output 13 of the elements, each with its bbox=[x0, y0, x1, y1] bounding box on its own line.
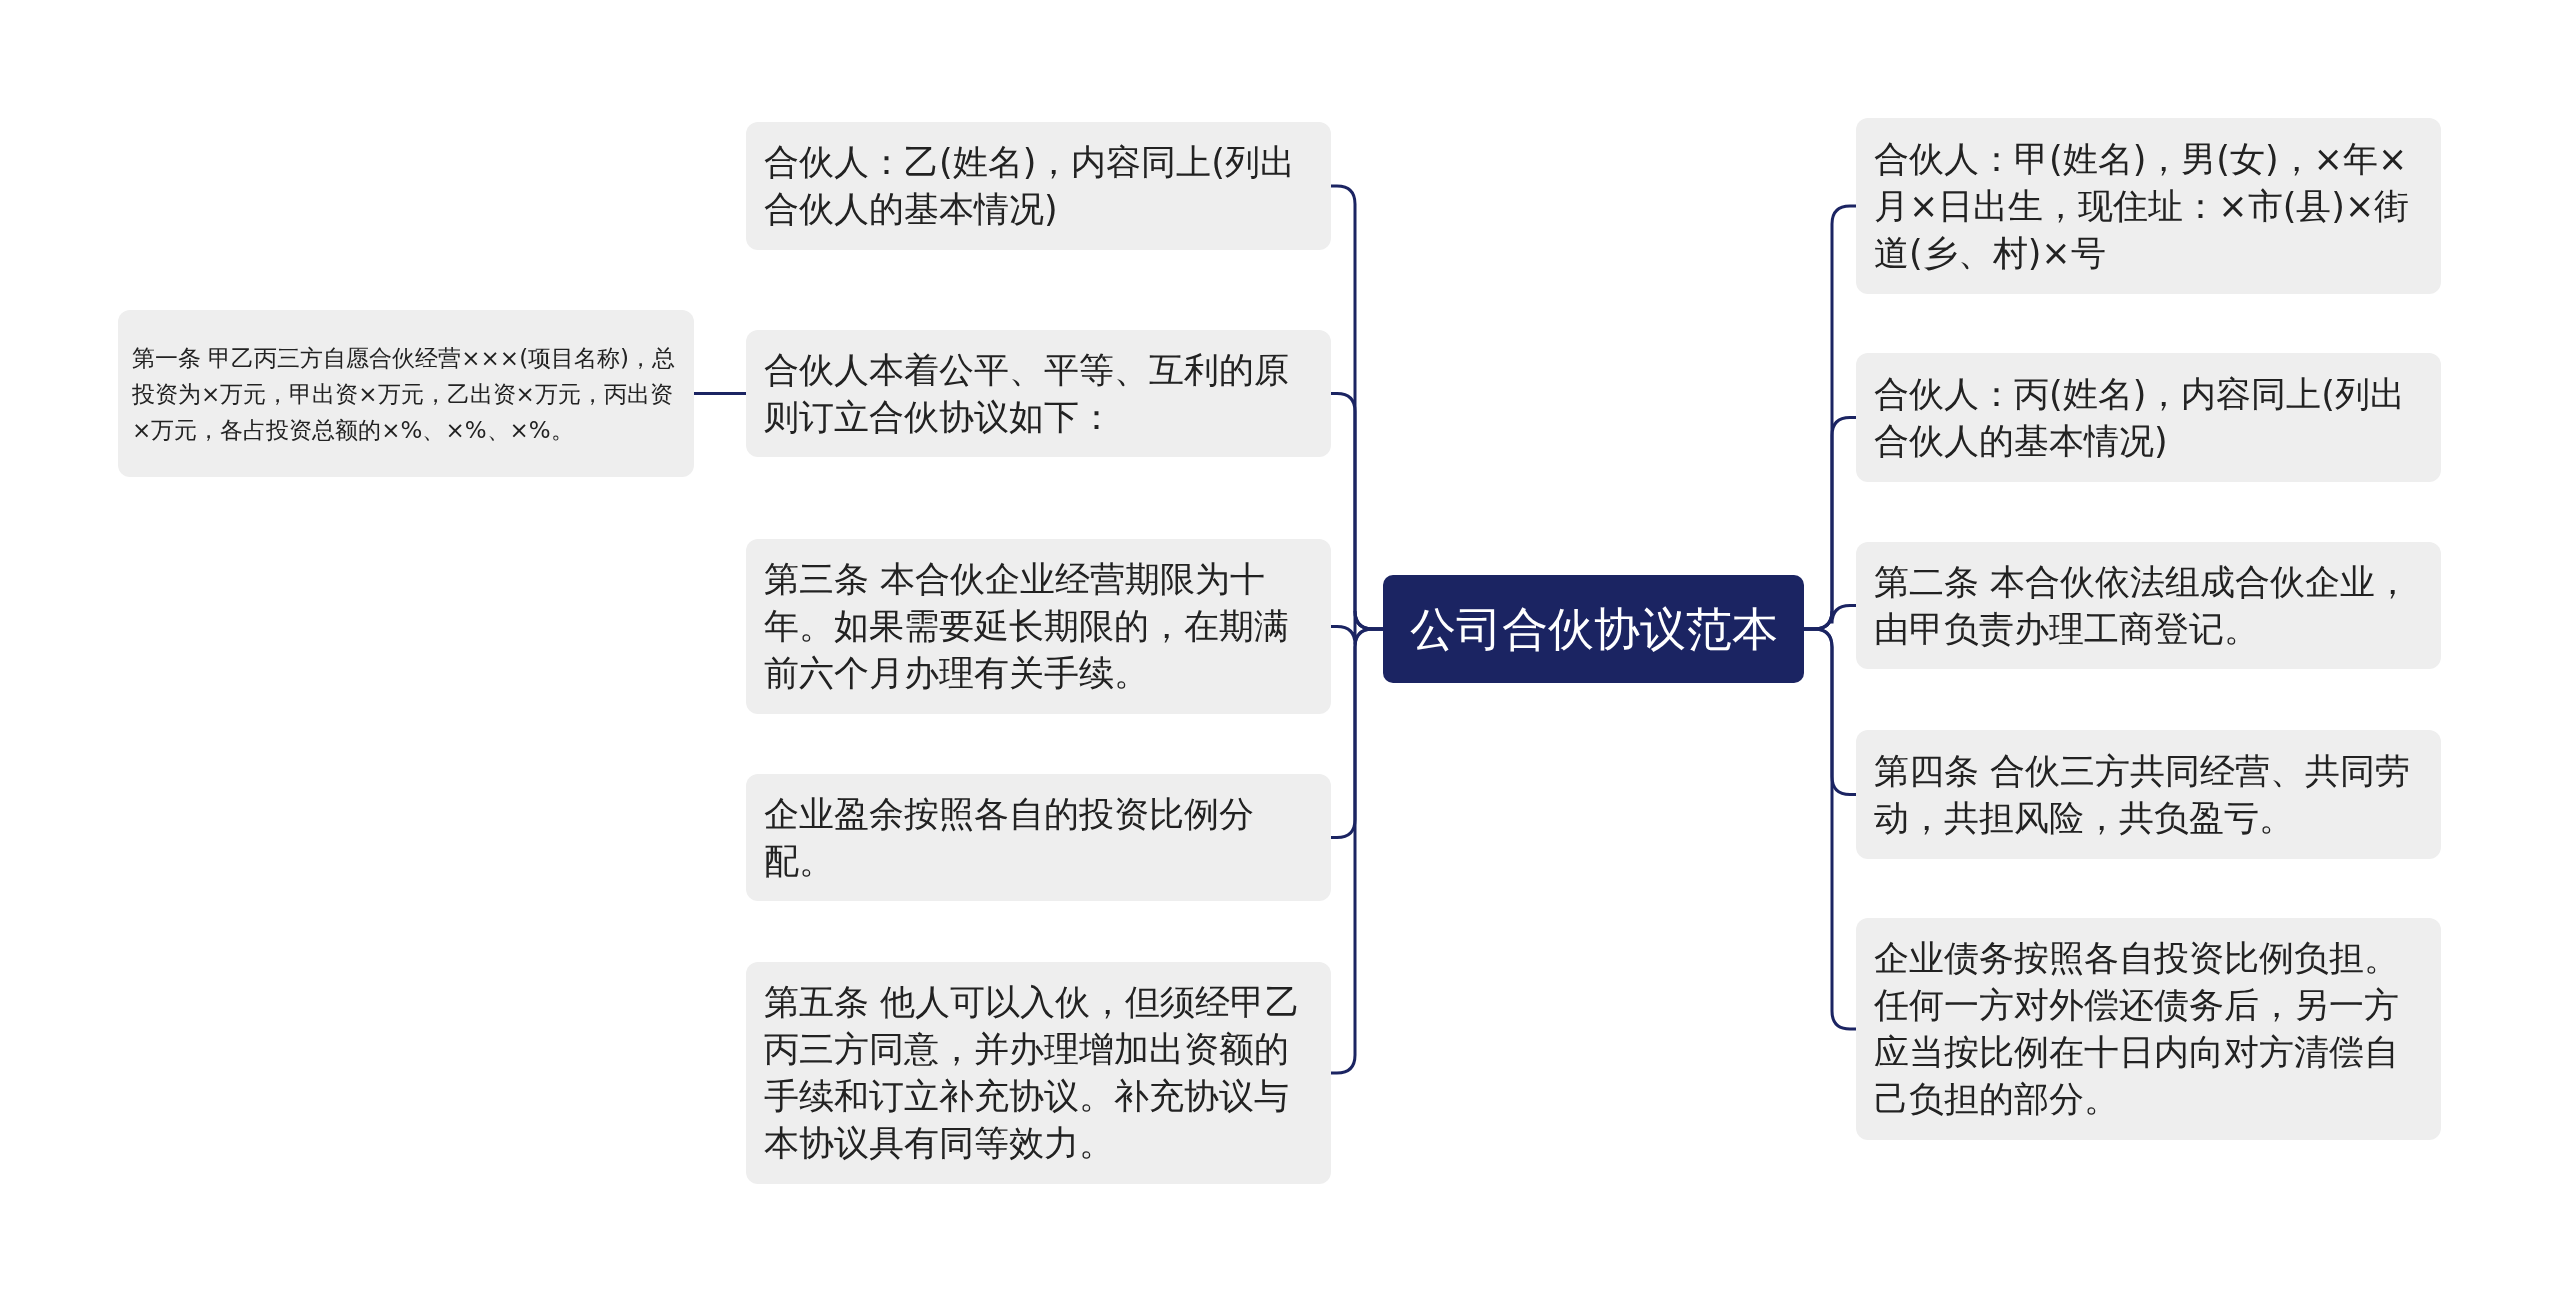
topic-box: 合伙人：乙(姓名)，内容同上(列出合伙人的基本情况) bbox=[746, 122, 1331, 250]
topic-box: 第二条 本合伙依法组成合伙企业，由甲负责办理工商登记。 bbox=[1856, 542, 2441, 669]
central-topic-box: 公司合伙协议范本 bbox=[1383, 575, 1804, 683]
topic-box: 合伙人本着公平、平等、互利的原则订立合伙协议如下： bbox=[746, 330, 1331, 457]
topic-box: 第五条 他人可以入伙，但须经甲乙丙三方同意，并办理增加出资额的手续和订立补充协议。补充协议与本协议具有同等效力。 bbox=[746, 962, 1331, 1184]
topic-box: 企业盈余按照各自的投资比例分配。 bbox=[746, 774, 1331, 901]
topic-box: 合伙人：甲(姓名)，男(女)，×年×月×日出生，现住址：×市(县)×街道(乡、村)×号 bbox=[1856, 118, 2441, 294]
topic-box: 第四条 合伙三方共同经营、共同劳动，共担风险，共负盈亏。 bbox=[1856, 730, 2441, 859]
connector-line bbox=[694, 392, 746, 395]
topic-box: 企业债务按照各自投资比例负担。任何一方对外偿还债务后，另一方应当按比例在十日内向对方清偿自己负担的部分。 bbox=[1856, 918, 2441, 1140]
topic-box: 合伙人：丙(姓名)，内容同上(列出合伙人的基本情况) bbox=[1856, 353, 2441, 482]
topic-box: 第三条 本合伙企业经营期限为十年。如果需要延长期限的，在期满前六个月办理有关手续。 bbox=[746, 539, 1331, 714]
topic-box: 第一条 甲乙丙三方自愿合伙经营×××(项目名称)，总投资为×万元，甲出资×万元，乙出资×万元，丙出资×万元，各占投资总额的×%、×%、×%。 bbox=[118, 310, 694, 477]
